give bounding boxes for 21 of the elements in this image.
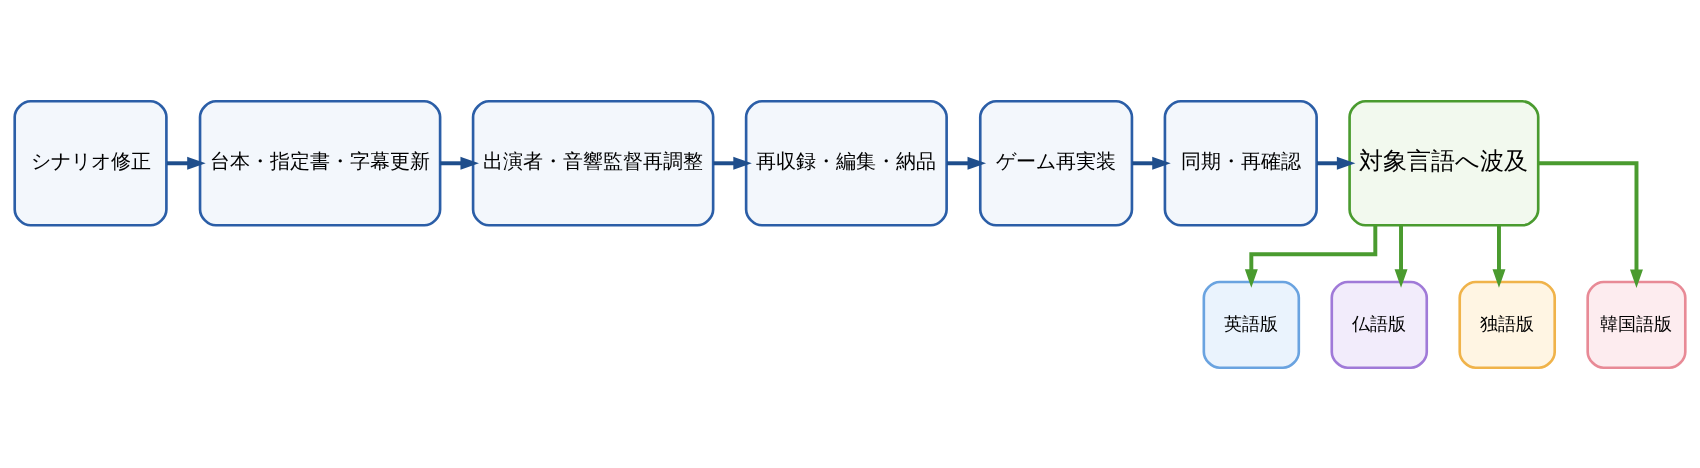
arrow xyxy=(713,156,752,170)
arrow xyxy=(1244,225,1378,288)
arrow xyxy=(1538,160,1643,288)
arrow xyxy=(440,156,479,170)
arrow xyxy=(946,156,987,170)
arrow xyxy=(1132,156,1171,170)
arrow xyxy=(1394,224,1408,288)
node-box: 独語版 xyxy=(1458,280,1556,369)
node-box: 台本・指定書・字幕更新 xyxy=(198,99,442,227)
node-box: 同期・再確認 xyxy=(1163,99,1318,227)
node-box: 仏語版 xyxy=(1330,280,1429,369)
arrow xyxy=(1317,156,1356,170)
node-box: シナリオ修正 xyxy=(13,99,168,227)
arrow xyxy=(167,156,206,170)
node-box: 英語版 xyxy=(1202,280,1301,369)
arrow xyxy=(1492,224,1506,288)
node-box: ゲーム再実装 xyxy=(978,99,1134,227)
node-box: 再収録・編集・納品 xyxy=(744,99,948,227)
node-box: 出演者・音響監督再調整 xyxy=(471,99,715,227)
node-box: 対象言語へ波及 xyxy=(1348,99,1540,227)
node-box: 韓国語版 xyxy=(1586,280,1687,369)
